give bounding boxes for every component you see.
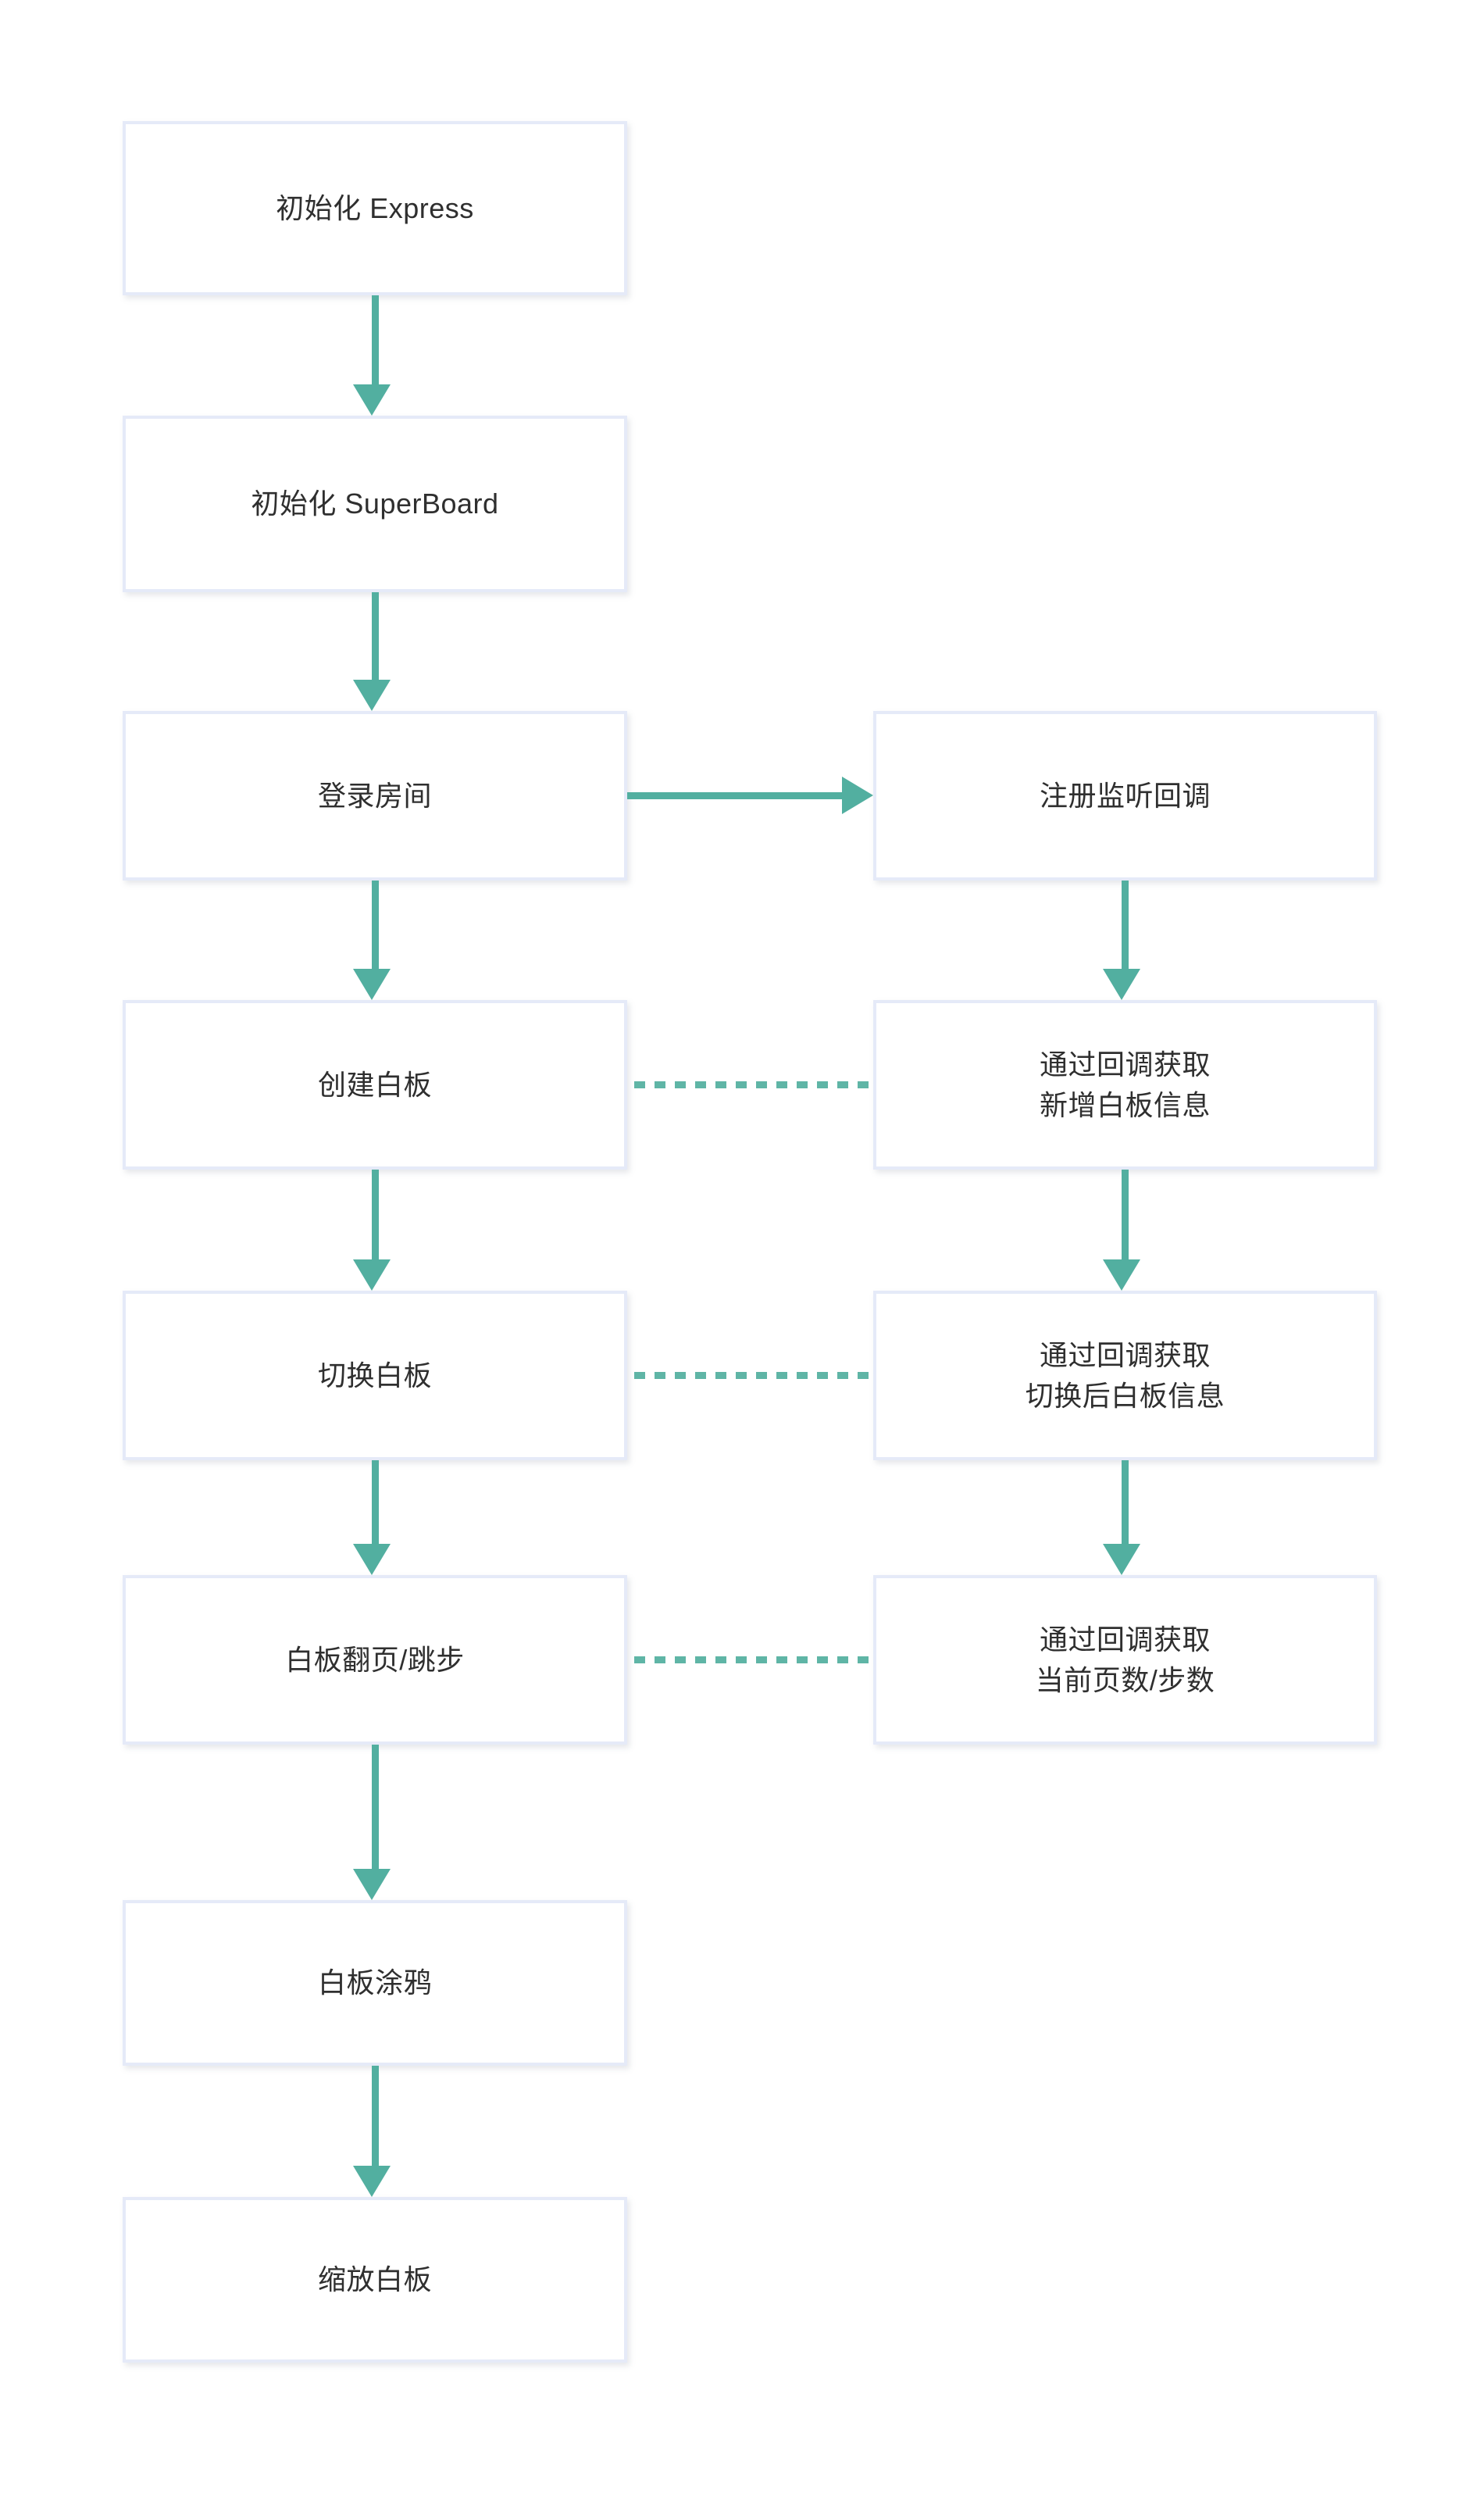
edge-arrowhead-page-step-to-doodle (353, 1869, 391, 1900)
edge-arrowhead-doodle-to-zoom (353, 2166, 391, 2197)
edge-arrowhead-register-to-new-board-info (1103, 969, 1140, 1000)
edge-arrowhead-new-board-info-to-switched-info (1103, 1259, 1140, 1291)
node-label: 切换白板 (317, 1359, 432, 1391)
node-label: 注册监听回调 (1039, 779, 1211, 812)
edge-arrowhead-create-to-switch (353, 1259, 391, 1291)
node-create-whiteboard[interactable]: 创建白板 (123, 1000, 627, 1170)
edge-dashed-create-to-new-board-info (634, 1081, 869, 1088)
edge-arrow-create-to-switch (372, 1170, 379, 1259)
edge-arrow-doodle-to-zoom (372, 2066, 379, 2166)
node-init-express[interactable]: 初始化 Express (123, 121, 627, 295)
node-login-room[interactable]: 登录房间 (123, 711, 627, 881)
edge-arrow-switch-to-page-step (372, 1460, 379, 1544)
edge-arrowhead-init-express-to-superboard (353, 384, 391, 416)
edge-arrow-login-to-create (372, 881, 379, 969)
node-label: 通过回调获取 切换后白板信息 (1025, 1339, 1225, 1412)
edge-arrow-register-to-new-board-info (1122, 881, 1129, 969)
node-doodle[interactable]: 白板涂鸦 (123, 1900, 627, 2066)
edge-arrowhead-login-to-create (353, 969, 391, 1000)
node-label: 白板翻页/跳步 (285, 1643, 465, 1676)
edge-arrowhead-login-to-register-callback (842, 777, 873, 814)
edge-arrowhead-switched-info-to-page-step-info (1103, 1544, 1140, 1575)
node-register-callback[interactable]: 注册监听回调 (873, 711, 1377, 881)
edge-dashed-switch-to-switched-info (634, 1372, 869, 1379)
edge-arrowhead-switch-to-page-step (353, 1544, 391, 1575)
node-label: 通过回调获取 新增白板信息 (1039, 1048, 1211, 1121)
node-init-superboard[interactable]: 初始化 SuperBoard (123, 416, 627, 592)
node-callback-new-board-info[interactable]: 通过回调获取 新增白板信息 (873, 1000, 1377, 1170)
node-label: 缩放白板 (317, 2263, 432, 2296)
node-label: 通过回调获取 当前页数/步数 (1035, 1624, 1215, 1696)
edge-arrow-superboard-to-login (372, 592, 379, 680)
node-label: 白板涂鸦 (317, 1967, 432, 1999)
node-callback-current-page-step[interactable]: 通过回调获取 当前页数/步数 (873, 1575, 1377, 1745)
node-switch-whiteboard[interactable]: 切换白板 (123, 1291, 627, 1460)
edge-arrowhead-superboard-to-login (353, 680, 391, 711)
edge-arrow-new-board-info-to-switched-info (1122, 1170, 1129, 1259)
edge-dashed-page-step-to-page-step-info (634, 1656, 869, 1663)
node-label: 创建白板 (317, 1068, 432, 1101)
node-zoom-whiteboard[interactable]: 缩放白板 (123, 2197, 627, 2363)
node-callback-switched-board-info[interactable]: 通过回调获取 切换后白板信息 (873, 1291, 1377, 1460)
node-label: 初始化 SuperBoard (251, 488, 499, 520)
edge-arrow-page-step-to-doodle (372, 1745, 379, 1869)
node-label: 登录房间 (317, 779, 432, 812)
edge-arrow-login-to-register-callback (627, 792, 842, 799)
edge-arrow-init-express-to-superboard (372, 295, 379, 384)
node-label: 初始化 Express (276, 191, 474, 224)
node-page-step[interactable]: 白板翻页/跳步 (123, 1575, 627, 1745)
edge-arrow-switched-info-to-page-step-info (1122, 1460, 1129, 1544)
